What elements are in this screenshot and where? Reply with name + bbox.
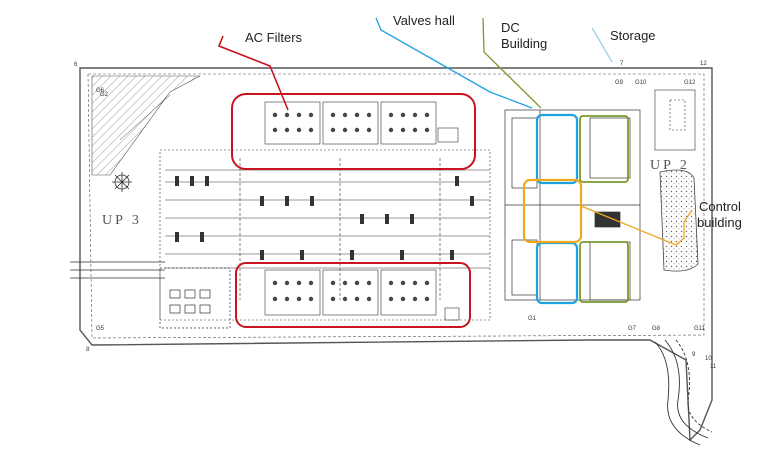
edge-number: 9 — [692, 352, 696, 358]
storage-leader — [591, 27, 613, 63]
converter-buildings — [504, 109, 641, 301]
switchyard-busbars — [159, 149, 491, 321]
gate-label: G2 — [100, 92, 109, 98]
storage-label: Storage — [610, 28, 656, 43]
dc-building-box-top — [579, 115, 629, 183]
gate-label: G7 — [628, 326, 637, 332]
ac-filters-leader — [217, 35, 289, 111]
ac-filters-box-top — [231, 93, 476, 170]
ac-filters-label: AC Filters — [245, 30, 303, 45]
ac-filter-components-bottom — [272, 280, 430, 302]
right-yard — [654, 89, 696, 151]
control-building-label-line1: Control — [699, 199, 741, 214]
valves-hall-box-bottom — [535, 241, 579, 305]
edge-number: 8 — [86, 347, 90, 353]
valves-hall-label: Valves hall — [393, 13, 455, 28]
gate-label: G10 — [635, 80, 647, 86]
area-label-up3: UP 3 — [102, 213, 142, 228]
dc-building-label-line1: DC — [501, 20, 520, 35]
gate-label: G9 — [615, 80, 624, 86]
gate-label: G6 — [96, 88, 105, 94]
control-building-label-line2: building — [697, 215, 742, 230]
ac-filter-equipment-top — [264, 101, 459, 145]
access-road — [654, 339, 713, 446]
incoming-line-bay — [70, 261, 231, 329]
valves-hall-leader — [375, 17, 533, 109]
edge-number: 12 — [700, 61, 707, 67]
gate-label: G1 — [528, 316, 537, 322]
dc-building-leader — [482, 17, 542, 109]
storage-area — [659, 169, 699, 272]
hatched-area — [91, 75, 201, 176]
gate-label: G5 — [96, 326, 105, 332]
dc-building-box-bottom — [579, 241, 629, 303]
valves-hall-box-top — [535, 113, 579, 185]
site-boundary — [79, 67, 713, 442]
north-arrow-icon — [112, 172, 132, 192]
edge-number: 7 — [620, 61, 624, 67]
dc-building-label-line2: Building — [501, 36, 548, 51]
ac-filter-equipment-bottom — [264, 269, 460, 321]
ac-filters-box-bottom — [235, 262, 471, 328]
edge-number: 11 — [710, 364, 717, 370]
control-building-box — [522, 178, 583, 244]
edge-number: 6 — [74, 62, 78, 68]
gate-label: G12 — [684, 80, 696, 86]
area-label-up2: UP 2 — [650, 158, 690, 173]
edge-number: 10 — [705, 356, 712, 362]
switchyard-equipment — [175, 176, 474, 260]
gate-label: G8 — [652, 326, 661, 332]
control-building-leader — [580, 205, 693, 246]
ac-filter-components-top — [272, 112, 430, 133]
gate-label: G11 — [694, 326, 705, 332]
